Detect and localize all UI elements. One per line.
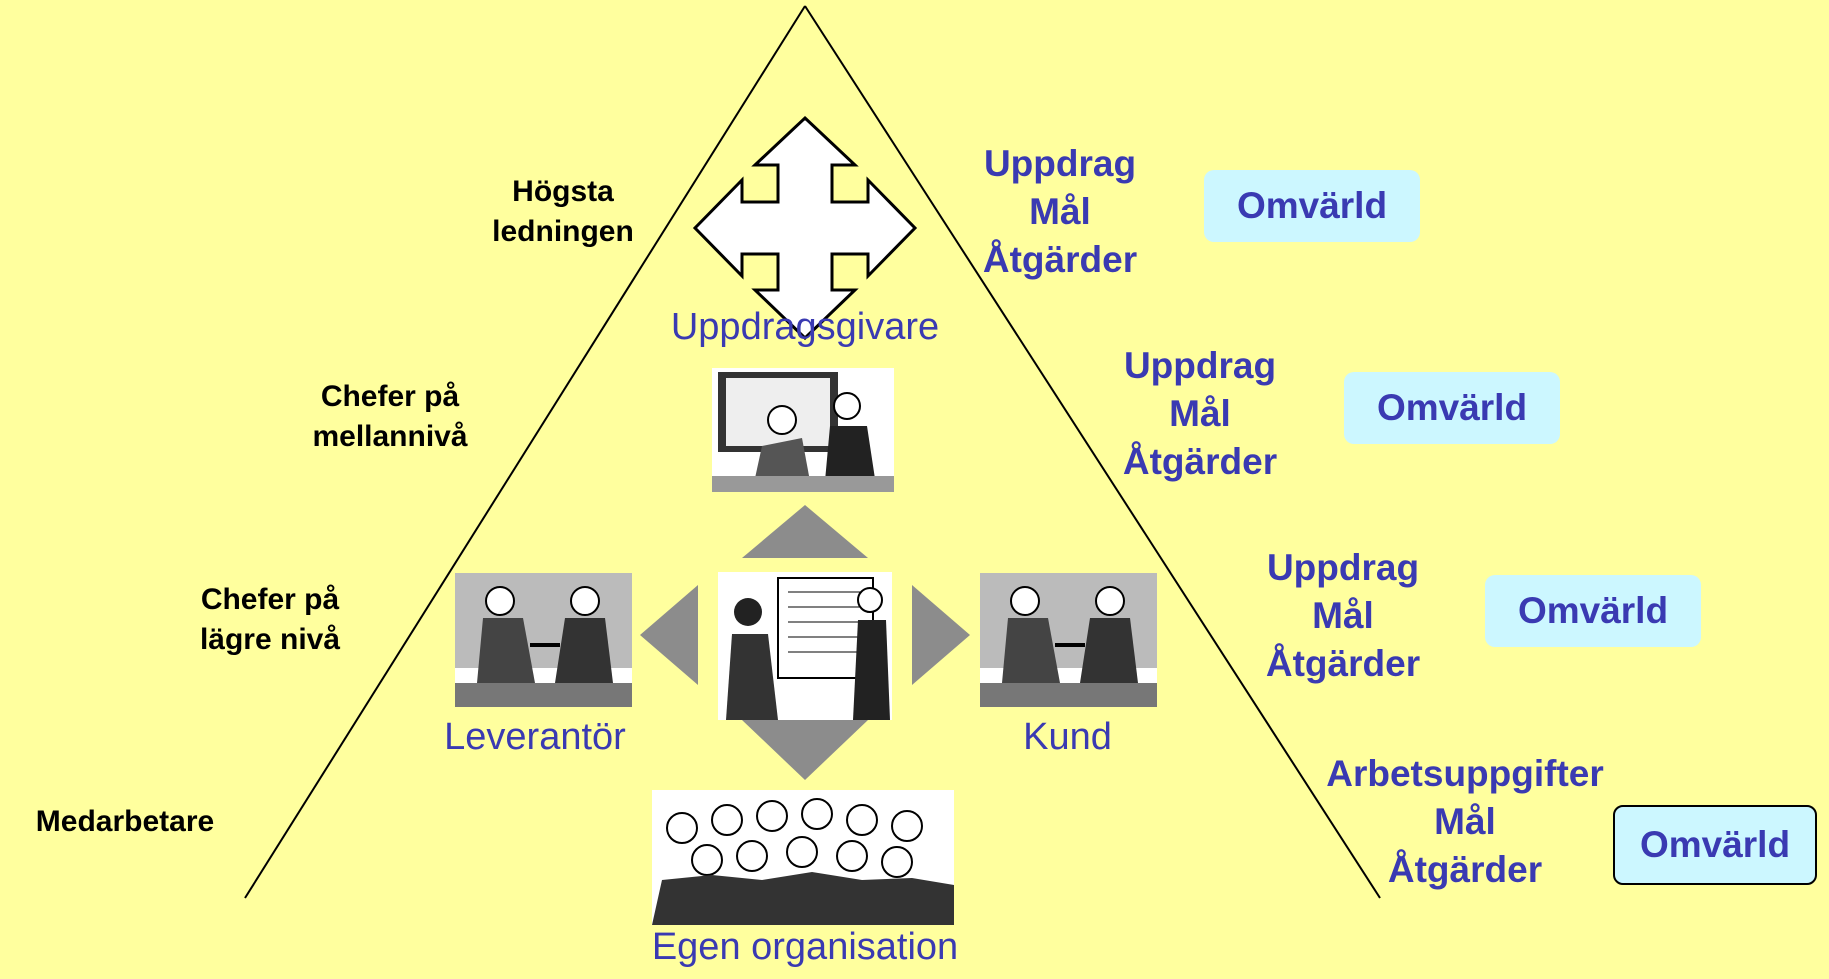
omvarld-box-4: Omvärld (1613, 805, 1817, 885)
level-middle-line2: mellannivå (312, 420, 468, 453)
right-block-1-line1: Uppdrag (983, 143, 1137, 184)
level-lower-line1: Chefer på (200, 583, 340, 616)
four-way-arrow-icon (692, 115, 918, 341)
omvarld-box-3: Omvärld (1485, 575, 1701, 647)
supplier-handshake-image (455, 573, 632, 707)
right-block-4-line3: Åtgärder (1387, 849, 1543, 890)
level-middle-managers: Chefer på mellannivå (290, 377, 490, 457)
right-block-2-line2: Mål (1169, 393, 1231, 434)
node-customer-label: Kund (1023, 716, 1112, 758)
level-top-management: Högsta ledningen (478, 172, 648, 252)
arrow-up-icon (742, 505, 868, 558)
right-block-1: Uppdrag Mål Åtgärder (960, 140, 1160, 284)
right-block-3: Uppdrag Mål Åtgärder (1243, 544, 1443, 688)
pyramid-right-edge (804, 5, 1381, 899)
level-top-line2: ledningen (492, 215, 634, 248)
right-block-3-line3: Åtgärder (1265, 643, 1421, 684)
right-block-4-line2: Mål (1434, 801, 1496, 842)
right-block-4: Arbetsuppgifter Mål Åtgärder (1305, 750, 1625, 894)
level-staff: Medarbetare (35, 805, 215, 838)
grey-arrows (640, 505, 970, 780)
node-client-label: Uppdragsgivare (670, 306, 940, 348)
center-presentation-image (718, 572, 892, 720)
arrow-down-icon (742, 720, 868, 780)
right-block-2-line3: Åtgärder (1122, 441, 1278, 482)
customer-handshake-image (980, 573, 1157, 707)
right-block-2-line1: Uppdrag (1123, 345, 1277, 386)
staff-group-image (652, 790, 954, 925)
arrow-left-icon (640, 585, 698, 685)
right-block-2: Uppdrag Mål Åtgärder (1100, 342, 1300, 486)
omvarld-box-1: Omvärld (1204, 170, 1420, 242)
arrow-right-icon (912, 585, 970, 685)
omvarld-box-2: Omvärld (1344, 372, 1560, 444)
right-block-1-line2: Mål (1029, 191, 1091, 232)
right-block-1-line3: Åtgärder (982, 239, 1138, 280)
level-lower-line2: lägre nivå (199, 623, 341, 656)
right-block-3-line2: Mål (1312, 595, 1374, 636)
right-block-4-line1: Arbetsuppgifter (1326, 753, 1604, 794)
node-supplier-label: Leverantör (444, 716, 626, 758)
client-meeting-image (712, 368, 894, 492)
node-own-org-label: Egen organisation (651, 926, 959, 968)
level-lower-managers: Chefer på lägre nivå (180, 580, 360, 660)
pyramid-left-edge (244, 5, 806, 899)
level-middle-line1: Chefer på (320, 380, 460, 413)
level-top-line1: Högsta (512, 175, 614, 208)
right-block-3-line1: Uppdrag (1266, 547, 1420, 588)
